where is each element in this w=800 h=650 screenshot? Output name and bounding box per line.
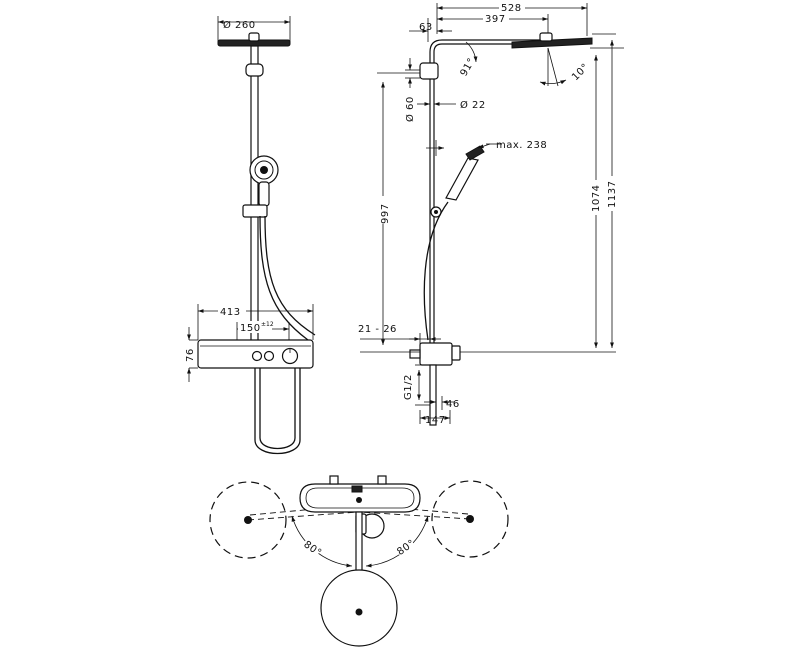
inlet-offset-label: 21 - 26 (358, 324, 397, 335)
riser-pipe (250, 45, 259, 347)
swivel-right-label: 80° (395, 538, 417, 558)
thermostat-knob (281, 347, 299, 365)
control-button-2 (263, 350, 275, 362)
arm-length-label: 397 (485, 14, 506, 25)
spacing-label: 150 (240, 323, 261, 334)
bracket-diameter-label: Ø 60 (404, 96, 416, 122)
slider (242, 204, 268, 218)
outlet-width-label: 46 (446, 399, 460, 410)
hand-shower-max-label: max. 238 (496, 140, 547, 151)
side-hose (423, 201, 449, 341)
front-view: Ø 260 413 150 ±12 (185, 16, 316, 454)
hose-lower (254, 340, 301, 454)
width-label: 413 (220, 307, 241, 318)
side-hand-shower (445, 157, 479, 201)
hand-shower-grip (258, 181, 270, 207)
head-tilt-label: 10° (570, 62, 591, 83)
top-view: 80° 80° (209, 475, 509, 647)
thermostat-height-label: 76 (185, 348, 196, 362)
rail-height-label: 997 (380, 203, 391, 224)
side-shower-head (511, 37, 593, 49)
hose-upper (264, 215, 316, 336)
spacing-tolerance: ±12 (261, 321, 274, 328)
swivel-position-right (431, 480, 509, 558)
arm-angle-label: 91° (459, 56, 478, 78)
height-1074-label: 1074 (591, 185, 602, 212)
arm-total-label: 528 (501, 3, 522, 14)
outlet-depth-label: 147 (425, 415, 446, 426)
wall-bracket (245, 63, 264, 77)
outlet-pipe (429, 364, 437, 426)
height-1137-label: 1137 (607, 181, 618, 208)
side-wall-bracket (419, 62, 439, 80)
side-thermostat (419, 342, 453, 366)
head-diameter-label: Ø 260 (223, 19, 256, 31)
top-shower-head (320, 569, 398, 647)
head-connector (248, 32, 260, 42)
swivel-left-label: 80° (301, 539, 323, 559)
side-view: 528 397 63 91° 10° Ø 60 Ø 22 (358, 2, 624, 426)
control-button-1 (251, 350, 263, 362)
swivel-position-left (209, 481, 287, 559)
wall-offset-label: 63 (419, 22, 433, 33)
rail-diameter-label: Ø 22 (460, 99, 486, 111)
thread-label: G1/2 (403, 374, 414, 400)
